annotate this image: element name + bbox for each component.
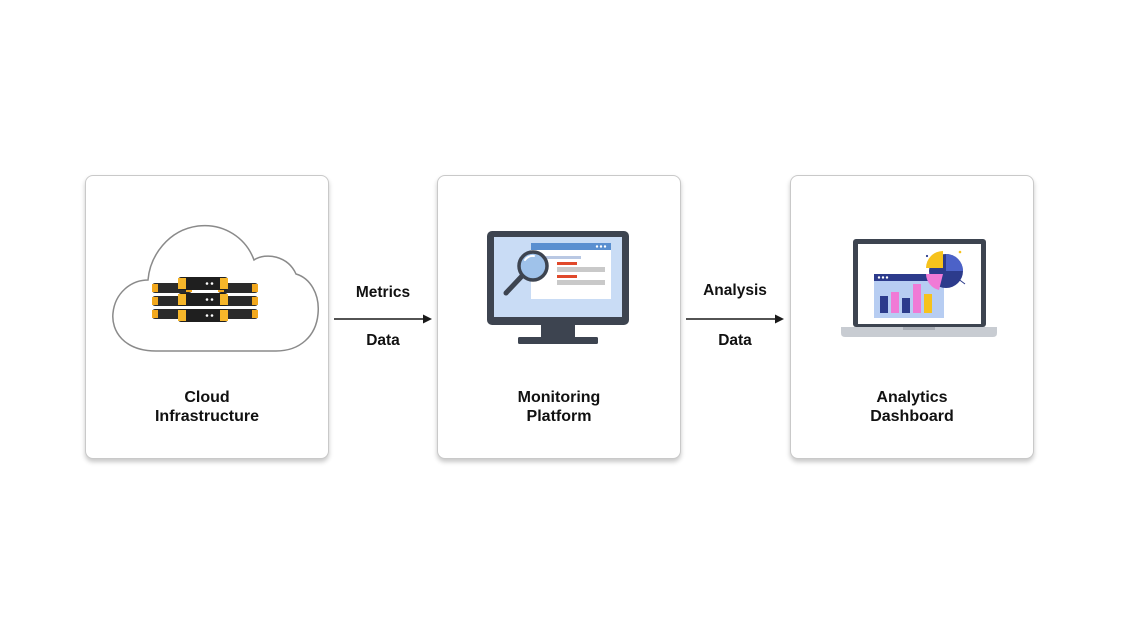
edge-top-label: Analysis [703,282,767,299]
node-label: Cloud Infrastructure [86,388,328,426]
arrow-right-icon [334,314,432,324]
node-label: Monitoring Platform [438,388,680,426]
edge-bottom-label: Data [366,332,400,349]
node-label-line1: Monitoring [517,389,601,406]
node-label-line2: Infrastructure [154,408,260,425]
laptop-chart-icon [841,239,997,337]
node-label-line1: Analytics [876,389,948,406]
node-label-line1: Cloud [184,389,230,406]
node-label: Analytics Dashboard [791,388,1033,426]
node-label-line2: Dashboard [870,408,954,425]
edge-monitoring-to-analytics: Analysis Data [685,282,785,352]
node-monitoring-platform: Monitoring Platform [437,175,681,459]
edge-bottom-label: Data [718,332,752,349]
arrow-right-icon [686,314,784,324]
node-label-line2: Platform [526,408,592,425]
node-analytics-dashboard: Analytics Dashboard [790,175,1034,459]
monitor-magnifier-icon [487,231,629,344]
cloud-server-icon [112,224,319,352]
edge-top-label: Metrics [355,284,411,301]
node-cloud-infrastructure: Cloud Infrastructure [85,175,329,459]
edge-cloud-to-monitoring: Metrics Data [333,284,433,354]
